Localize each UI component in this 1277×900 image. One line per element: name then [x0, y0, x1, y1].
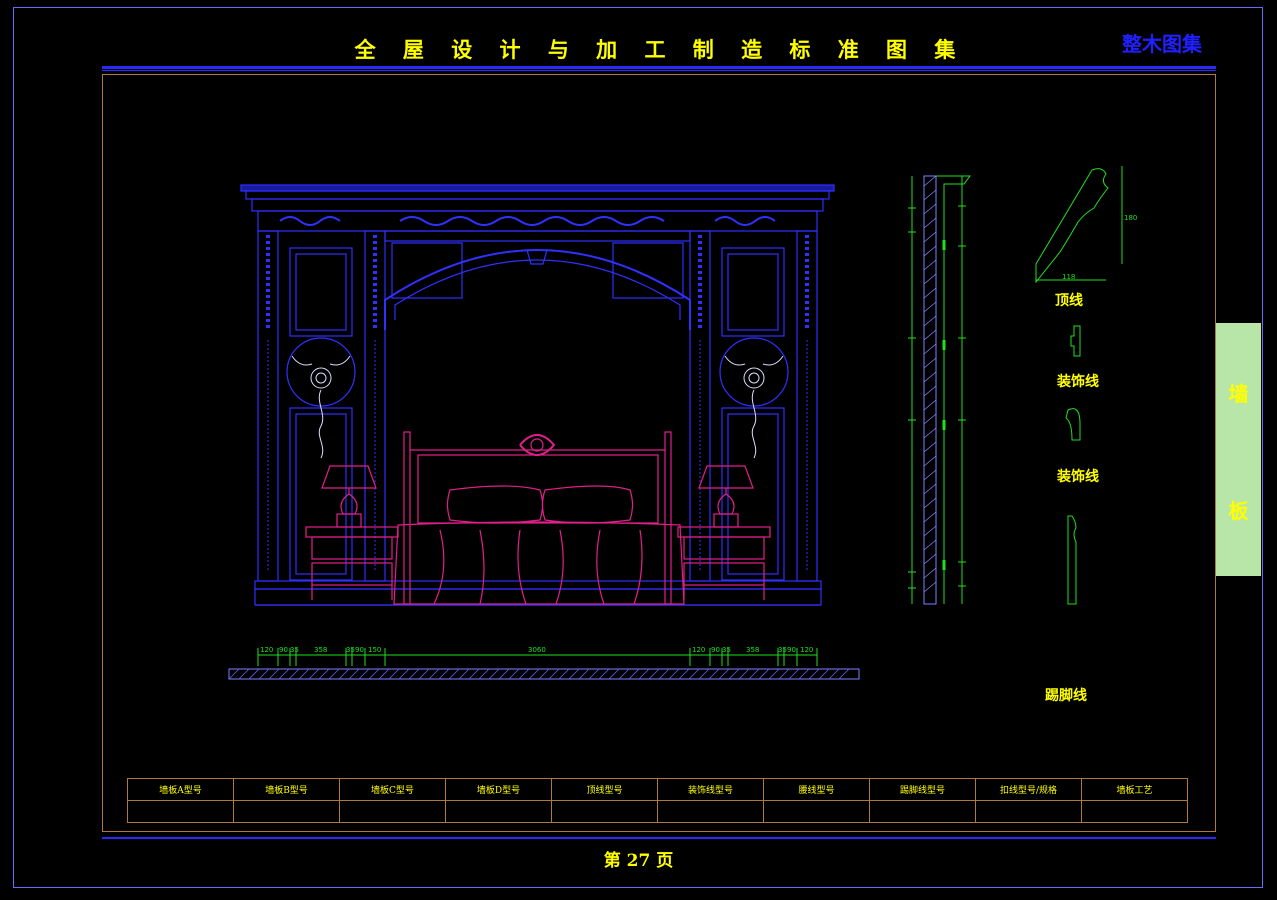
- spec-cell: [1081, 800, 1188, 823]
- spec-header-panel-d: 墙板D型号: [445, 778, 552, 801]
- spec-cell: [127, 800, 234, 823]
- header-rule-thin: [102, 70, 1216, 71]
- label-top-line: 顶线: [1055, 293, 1083, 309]
- dim-bottom-10: 35: [722, 646, 731, 654]
- dim-bottom-12: 35: [778, 646, 787, 654]
- label-decor-line-2: 装饰线: [1057, 469, 1099, 485]
- dim-top-profile-height: 180: [1124, 214, 1137, 222]
- spec-header-waist-line: 腰线型号: [763, 778, 870, 801]
- label-skirting: 踢脚线: [1045, 688, 1087, 704]
- dim-top-profile-width: 118: [1062, 273, 1075, 281]
- spec-table-header-row: 墙板A型号 墙板B型号 墙板C型号 墙板D型号 顶线型号 装饰线型号 腰线型号 …: [127, 778, 1188, 801]
- spec-header-panel-a: 墙板A型号: [127, 778, 234, 801]
- dim-bottom-13: 90: [787, 646, 796, 654]
- spec-cell: [551, 800, 658, 823]
- bottom-dimensions: [257, 648, 818, 666]
- spec-header-panel-b: 墙板B型号: [233, 778, 340, 801]
- dim-bottom-3: 358: [314, 646, 327, 654]
- footer-rule: [102, 837, 1216, 839]
- ground-hatch: [228, 668, 850, 680]
- spec-cell: [657, 800, 764, 823]
- spec-header-decor-line: 装饰线型号: [657, 778, 764, 801]
- side-tab-char-1: 墙: [1228, 382, 1249, 406]
- spec-table-value-row: [127, 800, 1188, 823]
- dim-bottom-0: 120: [260, 646, 273, 654]
- page-title: 全 屋 设 计 与 加 工 制 造 标 准 图 集: [354, 37, 966, 62]
- spec-header-panel-c: 墙板C型号: [339, 778, 446, 801]
- drawing-frame: [102, 74, 1216, 832]
- dim-bottom-5: 90: [355, 646, 364, 654]
- spec-cell: [339, 800, 446, 823]
- dim-bottom-8: 120: [692, 646, 705, 654]
- side-section: [908, 175, 971, 605]
- spec-cell: [869, 800, 976, 823]
- dim-bottom-14: 120: [800, 646, 813, 654]
- dimension-labels: 120 90 35 358 35 90 150 3060 120 90 35 3…: [260, 214, 1137, 654]
- spec-header-buckle-line: 扣线型号/规格: [975, 778, 1082, 801]
- dim-bottom-4: 35: [346, 646, 355, 654]
- spec-header-skirting: 踢脚线型号: [869, 778, 976, 801]
- label-decor-line-1: 装饰线: [1057, 374, 1099, 390]
- bed-furniture: [305, 431, 771, 605]
- dim-bottom-2: 35: [290, 646, 299, 654]
- outer-border: [13, 7, 1263, 888]
- spec-cell: [763, 800, 870, 823]
- side-category-tab[interactable]: 墙 板: [1216, 323, 1261, 576]
- spec-header-process: 墙板工艺: [1081, 778, 1188, 801]
- brand-label: 整木图集: [1122, 32, 1202, 56]
- page-number: 第 27 页: [603, 851, 674, 871]
- side-tab-char-2: 板: [1228, 499, 1249, 523]
- spec-cell: [233, 800, 340, 823]
- spec-cell: [445, 800, 552, 823]
- header-rule: [102, 66, 1216, 69]
- dim-bottom-7: 3060: [528, 646, 546, 654]
- dim-bottom-11: 358: [746, 646, 759, 654]
- wall-sconces: [291, 355, 784, 459]
- ground-line: [228, 668, 860, 680]
- spec-table: 墙板A型号 墙板B型号 墙板C型号 墙板D型号 顶线型号 装饰线型号 腰线型号 …: [127, 778, 1188, 823]
- profile-drawings: [1035, 166, 1123, 605]
- spec-header-top-line: 顶线型号: [551, 778, 658, 801]
- dim-bottom-9: 90: [711, 646, 720, 654]
- wall-elevation: [240, 184, 835, 606]
- spec-cell: [975, 800, 1082, 823]
- dim-bottom-6: 150: [368, 646, 381, 654]
- dim-bottom-1: 90: [279, 646, 288, 654]
